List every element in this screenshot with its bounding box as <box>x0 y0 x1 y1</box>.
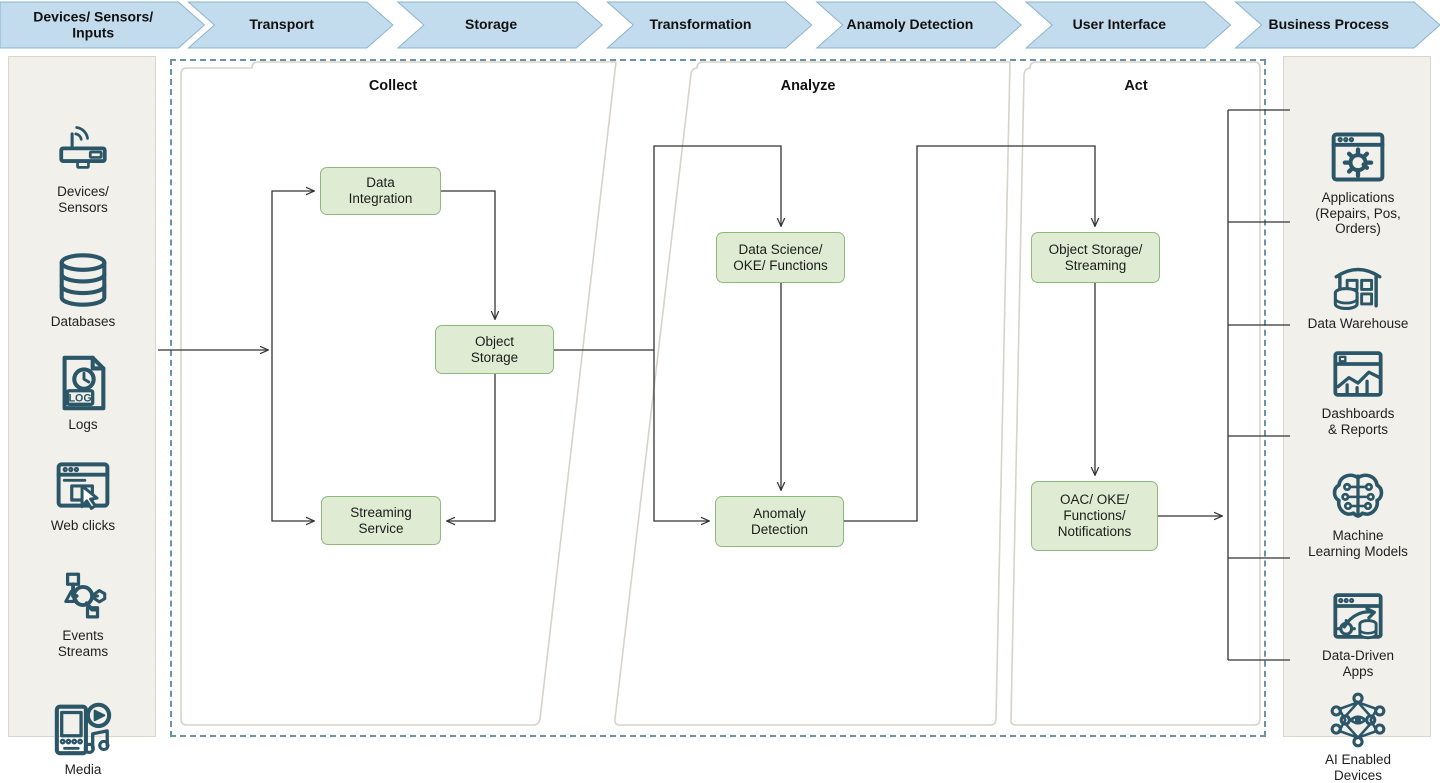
right-item-3[interactable]: Machine Learning Models <box>1284 467 1432 559</box>
stage-panel-act <box>1010 61 1261 726</box>
stage-collect-title: Collect <box>368 78 418 94</box>
chevron-user-interface-label: User Interface <box>1073 16 1167 32</box>
stage-panel-analyze <box>614 61 1011 726</box>
event-stream-nodes-icon <box>64 572 107 619</box>
node-object-storage-streaming[interactable]: Object Storage/ Streaming <box>1031 232 1160 283</box>
node-object-storage[interactable]: Object Storage <box>435 325 554 374</box>
chevron-anamoly-detection-label: Anamoly Detection <box>847 16 974 32</box>
router-antenna-icon <box>59 126 107 169</box>
chevron-storage-label: Storage <box>465 16 517 32</box>
right-item-1[interactable]: Data Warehouse <box>1284 255 1432 332</box>
left-item-label: Databases <box>50 314 116 329</box>
consumers-panel: Applications (Repairs, Pos, Orders) Data… <box>1283 56 1432 783</box>
stage-panels <box>180 61 1261 726</box>
data-sources-panel: Devices/ Sensors Databases LOG Logs Web c… <box>8 56 157 777</box>
left-item-1[interactable]: Databases <box>9 249 157 330</box>
chevron-user-interface[interactable] <box>1024 1 1232 49</box>
stage-act-title: Act <box>1124 78 1148 94</box>
brain-circuit-icon <box>1332 473 1384 518</box>
left-item-0[interactable]: Devices/ Sensors <box>9 123 157 215</box>
neural-network-eye-icon <box>1330 692 1386 748</box>
chevron-devices-sensors-inputs-label: Devices/ Sensors/Inputs <box>33 8 153 40</box>
right-item-label: Data-Driven Apps <box>1321 648 1395 679</box>
chevron-devices-sensors-inputs[interactable] <box>0 1 206 49</box>
stage-analyze-title: Analyze <box>780 78 836 94</box>
left-item-label: Logs <box>68 417 98 432</box>
warehouse-database-icon <box>1333 267 1382 310</box>
node-data-science-oke-functions[interactable]: Data Science/ OKE/ Functions <box>716 232 845 283</box>
dashboard-chart-icon <box>1333 351 1383 397</box>
chevron-business-process[interactable] <box>1234 1 1440 49</box>
left-item-3[interactable]: Web clicks <box>9 455 157 534</box>
chevron-storage[interactable] <box>396 1 604 49</box>
left-item-label: Devices/ Sensors <box>57 184 109 215</box>
right-item-2[interactable]: Dashboards & Reports <box>1284 345 1432 437</box>
right-item-label: AI Enabled Devices <box>1324 752 1392 783</box>
left-item-label: Web clicks <box>50 518 116 533</box>
stage-panel-collect <box>180 61 617 726</box>
chevron-transformation[interactable] <box>605 1 813 49</box>
browser-gear-icon <box>1331 132 1385 182</box>
database-cylinder-icon <box>59 253 107 307</box>
chevron-transformation-label: Transformation <box>650 16 752 32</box>
right-item-label: Applications (Repairs, Pos, Orders) <box>1315 190 1401 236</box>
svg-text:LOG: LOG <box>69 392 92 404</box>
browser-arrow-gear-db-icon <box>1333 593 1383 640</box>
chevron-business-process-label: Business Process <box>1268 16 1389 32</box>
right-item-label: Data Warehouse <box>1307 316 1409 331</box>
right-item-label: Machine Learning Models <box>1308 528 1408 559</box>
chevron-transport-label: Transport <box>249 16 314 32</box>
left-item-2[interactable]: LOG Logs <box>9 352 157 433</box>
right-item-0[interactable]: Applications (Repairs, Pos, Orders) <box>1284 127 1432 237</box>
node-data-integration[interactable]: Data Integration <box>320 167 441 215</box>
node-anomaly-detection[interactable]: Anomaly Detection <box>715 496 844 547</box>
chevron-anamoly-detection[interactable] <box>815 1 1022 49</box>
left-item-label: Media <box>64 762 102 777</box>
left-item-4[interactable]: Events Streams <box>9 567 157 659</box>
node-streaming-service[interactable]: Streaming Service <box>321 496 441 545</box>
right-item-label: Dashboards & Reports <box>1321 406 1395 437</box>
platform-boundary <box>170 59 1266 737</box>
chevron-transport[interactable] <box>187 1 394 49</box>
browser-cursor-click-icon <box>56 462 110 510</box>
node-oac-oke-functions-notifications[interactable]: OAC/ OKE/ Functions/ Notifications <box>1031 481 1158 551</box>
pipeline-stage-band: Devices/ Sensors/Inputs Transport Storage T… <box>0 0 1440 50</box>
left-item-label: Events Streams <box>57 628 109 659</box>
log-file-clock-icon: LOG <box>62 355 106 411</box>
right-item-4[interactable]: Data-Driven Apps <box>1284 587 1432 679</box>
